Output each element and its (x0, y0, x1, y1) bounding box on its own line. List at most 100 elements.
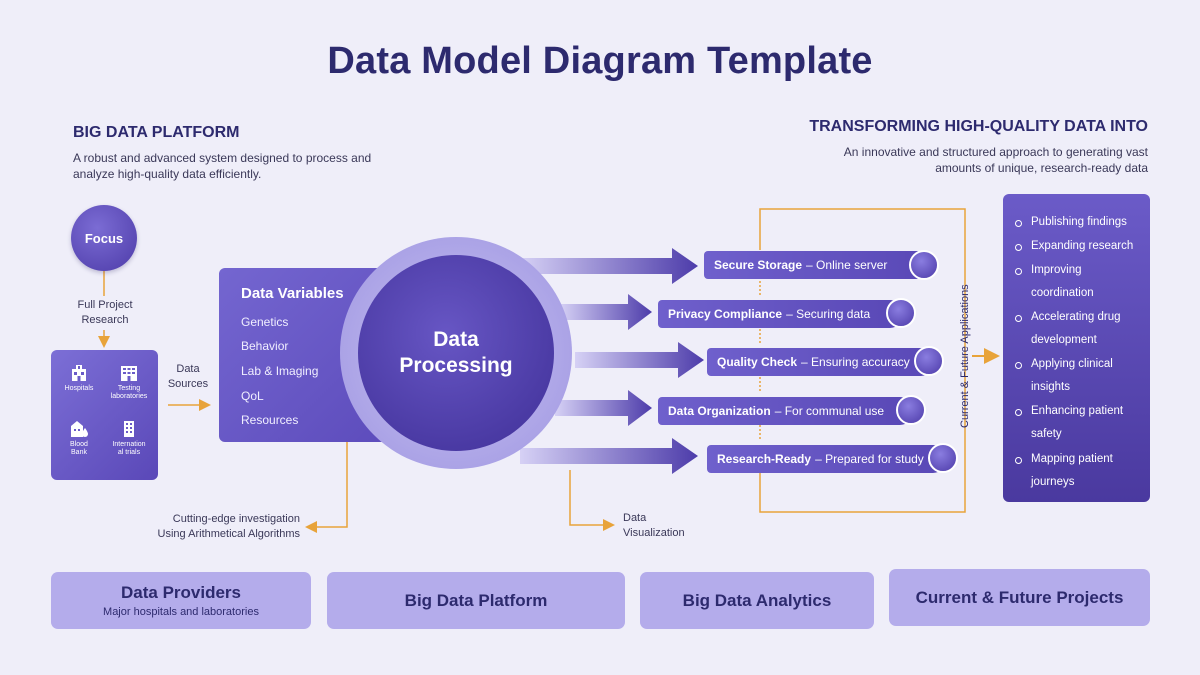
description-line: analyze high-quality data efficiently. (73, 167, 262, 181)
blood-bank-icon (71, 421, 88, 437)
step-name: Quality Check (717, 355, 798, 369)
big-data-platform-heading: BIG DATA PLATFORM (73, 124, 240, 141)
caption-line: Full Project (77, 299, 133, 311)
application-line: Enhancing patient (1031, 405, 1124, 417)
card-desc: Major hospitals and laboratories (103, 606, 259, 618)
application-line: development (1031, 334, 1097, 346)
application-line: coordination (1031, 287, 1094, 299)
data-providers-panel: Hospitals Testing laboratories Blood Ban… (51, 350, 158, 480)
step-research-ready: Research-Ready – Prepared for study (707, 445, 947, 473)
provider-label: Testing (117, 385, 141, 392)
application-line: Expanding research (1031, 240, 1134, 252)
application-line: Mapping patient (1031, 453, 1113, 465)
variable-item: QoL (241, 389, 264, 403)
arrow-quality-check (575, 342, 704, 378)
provider-label: Bank (71, 449, 87, 456)
provider-testing-labs: Testing laboratories (104, 364, 154, 401)
label-line: Sources (167, 378, 209, 390)
applications-bracket (759, 208, 966, 513)
card-big-data-platform: Big Data Platform (327, 572, 625, 629)
provider-blood-bank: Blood Bank (54, 420, 104, 457)
focus-caption: Full Project Research (55, 298, 155, 328)
arrow-secure-storage (520, 248, 698, 284)
card-data-providers: Data Providers Major hospitals and labor… (51, 572, 311, 629)
application-item: Applying clinical insights (1031, 353, 1146, 399)
step-secure-storage: Secure Storage – Online server (704, 251, 930, 279)
provider-hospitals: Hospitals (54, 364, 104, 393)
page-title: Data Model Diagram Template (327, 40, 873, 82)
card-big-data-analytics: Big Data Analytics (640, 572, 874, 629)
card-current-future-projects: Current & Future Projects (889, 569, 1150, 626)
applications-vertical-label: Current & Future Applications (959, 284, 971, 428)
description-line: amounts of unique, research-ready data (935, 161, 1148, 175)
step-dot (886, 298, 916, 328)
variable-item: Resources (241, 413, 299, 427)
application-item: Expanding research (1031, 235, 1146, 258)
provider-label: al trials (117, 449, 141, 456)
data-sources-label: Data Sources (162, 362, 214, 392)
step-dot (896, 395, 926, 425)
bullet-icon (1015, 244, 1022, 251)
step-name: Secure Storage (714, 258, 803, 272)
hospital-icon (72, 365, 86, 381)
arrow-privacy-compliance (560, 294, 652, 330)
application-line: Publishing findings (1031, 216, 1127, 228)
data-variables-title: Data Variables (241, 285, 344, 302)
step-dot (914, 346, 944, 376)
label-line: Data (176, 363, 200, 375)
application-item: Mapping patient journeys (1031, 448, 1146, 494)
step-desc: – Online server (806, 258, 888, 272)
card-title: Data Providers (121, 583, 241, 602)
application-item: Accelerating drug development (1031, 306, 1146, 352)
step-data-organization: Data Organization – For communal use (658, 397, 914, 425)
step-dot (928, 443, 958, 473)
visualization-note: Data Visualization (623, 511, 713, 541)
step-name: Research-Ready (717, 452, 812, 466)
variable-item: Lab & Imaging (241, 364, 319, 378)
data-processing-node: Data Processing (358, 255, 554, 451)
provider-label: Hospitals (64, 385, 94, 392)
description-line: An innovative and structured approach to… (843, 145, 1148, 159)
office-building-icon (124, 421, 134, 437)
application-line: Applying clinical (1031, 358, 1113, 370)
bullet-icon (1015, 362, 1022, 369)
provider-label: Blood (70, 441, 88, 448)
step-desc: – Prepared for study (815, 452, 924, 466)
bullet-icon (1015, 409, 1022, 416)
provider-label: Internation (112, 441, 146, 448)
application-line: Accelerating drug (1031, 311, 1121, 323)
transforming-description: An innovative and structured approach to… (844, 144, 1148, 176)
bullet-icon (1015, 220, 1022, 227)
note-line: Using Arithmetical Algorithms (157, 528, 300, 540)
applications-panel (1003, 194, 1150, 502)
variable-item: Behavior (241, 339, 289, 353)
visualization-connector (569, 470, 615, 531)
step-dot (909, 250, 939, 280)
step-desc: – For communal use (774, 404, 885, 418)
bullet-icon (1015, 268, 1022, 275)
application-item: Publishing findings (1031, 211, 1146, 234)
bullet-icon (1015, 315, 1022, 322)
arrow-research-ready (520, 438, 698, 474)
step-desc: – Securing data (786, 307, 871, 321)
description-line: A robust and advanced system designed to… (73, 151, 372, 165)
step-desc: – Ensuring accuracy (801, 355, 910, 369)
algorithms-connector (305, 442, 348, 533)
big-data-platform-description: A robust and advanced system designed to… (73, 150, 371, 182)
note-line: Cutting-edge investigation (172, 513, 300, 525)
algorithms-note: Cutting-edge investigation Using Arithme… (120, 512, 300, 542)
provider-label: laboratories (110, 393, 148, 400)
caption-line: Research (81, 314, 129, 326)
step-privacy-compliance: Privacy Compliance – Securing data (658, 300, 904, 328)
lab-building-icon (121, 366, 137, 381)
provider-international-trials: Internation al trials (104, 420, 154, 457)
step-quality-check: Quality Check – Ensuring accuracy (707, 348, 935, 376)
application-line: insights (1031, 381, 1070, 393)
card-title: Current & Future Projects (915, 587, 1124, 607)
application-line: safety (1031, 428, 1062, 440)
note-line: Visualization (623, 527, 685, 539)
bullet-icon (1015, 457, 1022, 464)
application-item: Enhancing patient safety (1031, 400, 1146, 446)
step-name: Data Organization (668, 404, 771, 418)
